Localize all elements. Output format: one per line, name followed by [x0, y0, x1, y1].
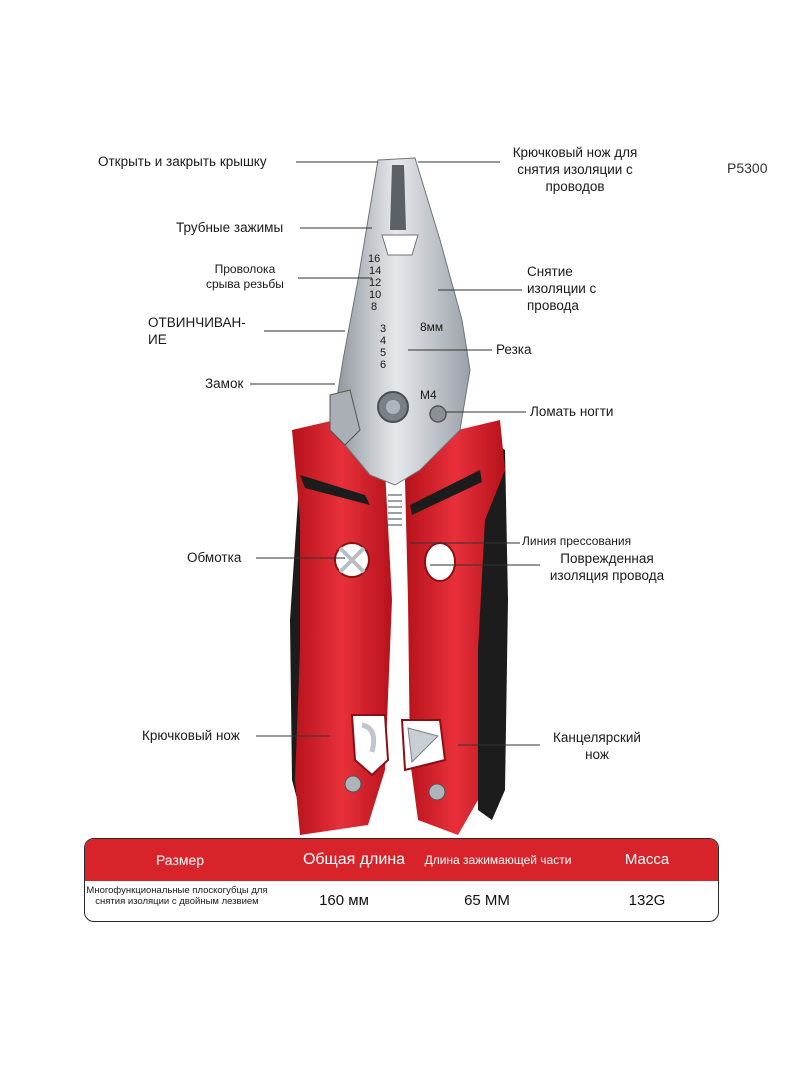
label-break-nails: Ломать ногти [530, 404, 614, 419]
steel-head [334, 157, 471, 486]
header-weight: Масса [624, 851, 670, 868]
gauge-12: 12 [369, 277, 382, 289]
gauge-14: 14 [369, 265, 382, 277]
size-8mm: 8мм [420, 320, 444, 334]
header-clamp-length: Длина зажимающей части [424, 853, 572, 867]
header-total-length: Общая длина [302, 851, 406, 868]
spec-table-row: Многофункциональные плоскогубцы для снят… [85, 881, 718, 921]
label-cutting: Резка [496, 342, 532, 357]
label-hook-knife: Крючковый нож [142, 728, 240, 743]
weight-value: 132G [628, 892, 666, 909]
label-open-close: Открыть и закрыть крышку [98, 154, 267, 169]
label-unscrewing: ОТВИНЧИВАН- ИЕ [148, 315, 246, 347]
gauge-8: 8 [371, 301, 378, 313]
gauge-5: 5 [380, 347, 387, 359]
spec-table-header: Размер Общая длина Длина зажимающей част… [85, 839, 718, 881]
label-lock: Замок [205, 376, 244, 391]
clamp-length-value: 65 MM [464, 892, 510, 909]
label-wire-thread: Проволока срыва резьбы [206, 262, 284, 291]
product-name: Многофункциональные плоскогубцы для снят… [86, 885, 268, 907]
gauge-16: 16 [368, 253, 381, 265]
label-damaged-insulation: Поврежденная изоляция провода [549, 551, 665, 583]
bolt-m4: M4 [420, 388, 437, 402]
label-strip-wire: Снятие изоляции с провода [527, 264, 597, 313]
gauge-3: 3 [380, 323, 387, 335]
model-number: P5300 [727, 160, 768, 176]
spec-table: Размер Общая длина Длина зажимающей част… [84, 838, 719, 922]
label-hook-strip-knife: Крючковый нож для снятия изоляции с пров… [512, 145, 638, 194]
label-crimp-line: Линия прессования [522, 534, 632, 548]
spring [388, 494, 402, 526]
header-size: Размер [155, 852, 205, 868]
gauge-10: 10 [369, 289, 382, 301]
gauge-4: 4 [380, 335, 387, 347]
gauge-6: 6 [380, 359, 387, 371]
label-pipe-clamps: Трубные зажимы [176, 220, 284, 235]
total-length-value: 160 мм [319, 892, 369, 909]
label-winding: Обмотка [187, 550, 242, 565]
label-office-knife: Канцелярский нож [553, 730, 641, 762]
